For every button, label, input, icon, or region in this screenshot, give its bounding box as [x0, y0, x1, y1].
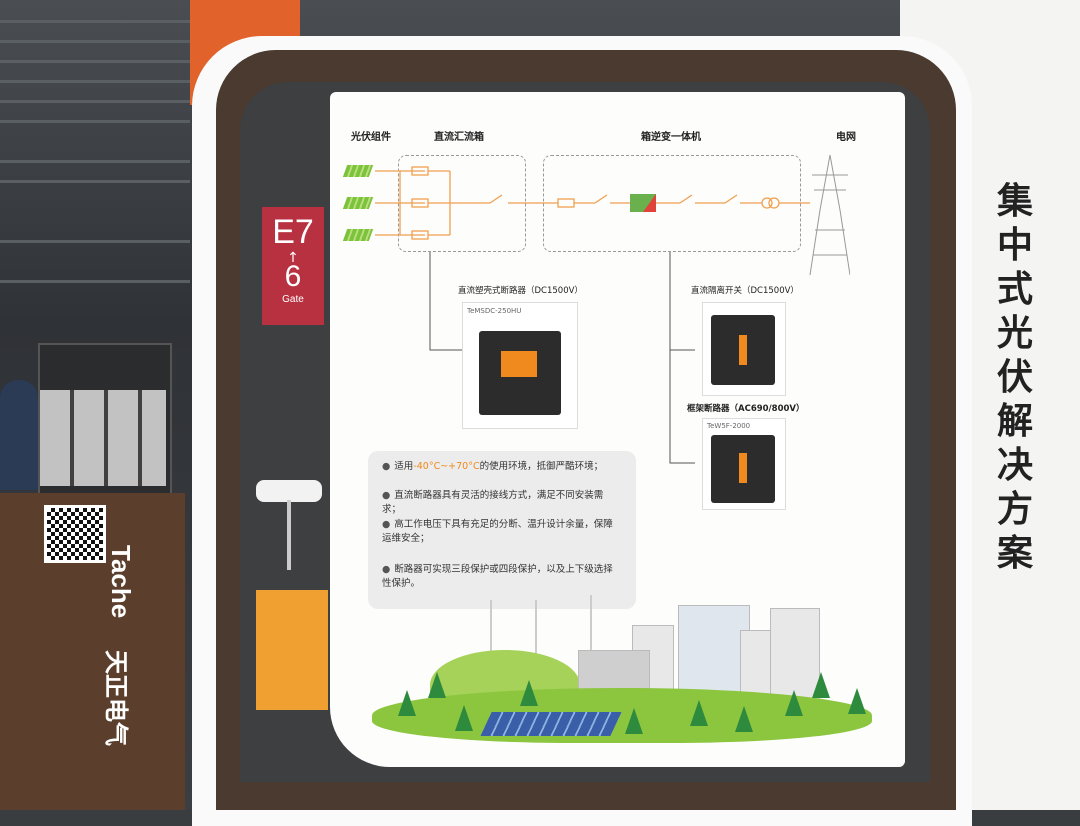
- product-model: TeMSDC-250HU: [467, 307, 522, 315]
- header-box-inverter: 箱逆变一体机: [641, 132, 701, 143]
- solar-array-icon: [480, 712, 622, 736]
- visitor-figure: [0, 380, 38, 490]
- feature-item: ●高工作电压下具有充足的分断、温升设计余量，保障运维安全；: [382, 519, 613, 544]
- features-box: ●适用-40°C~+70°C的使用环境，抵御严酷环境； ●直流断路器具有灵活的接…: [368, 451, 636, 609]
- gate-sign: E7 ↑ 6 Gate: [262, 207, 324, 325]
- product-card-acb: TeW5F-2000: [702, 418, 786, 510]
- qr-code-icon: [44, 505, 106, 563]
- acb-device-icon: [711, 435, 775, 503]
- feature-item: ●断路器可实现三段保护或四段保护，以及上下级选择性保护。: [382, 564, 613, 589]
- gate-code: E7: [272, 213, 314, 251]
- bar-stool-leg: [287, 500, 291, 570]
- tree-icon: [735, 706, 753, 732]
- wall-slat: [0, 180, 190, 183]
- product-card-dc-isolator: [702, 302, 786, 396]
- gate-label: Gate: [282, 294, 304, 305]
- tree-icon: [812, 672, 830, 698]
- wall-slat: [0, 40, 190, 43]
- product-model: TeW5F-2000: [707, 422, 751, 430]
- feature-item: ●适用-40°C~+70°C的使用环境，抵御严酷环境；: [382, 461, 604, 472]
- wall-slat: [0, 160, 190, 163]
- tree-icon: [785, 690, 803, 716]
- wall-slat: [0, 100, 190, 103]
- product-name-acb: 框架断路器（AC690/800V）: [687, 404, 805, 414]
- breaker-handle: [501, 351, 537, 377]
- wall-slat: [0, 240, 190, 243]
- gate-number: 6: [284, 260, 302, 293]
- bullet-icon: ●: [382, 461, 391, 472]
- wall-slat: [0, 120, 190, 123]
- bullet-icon: ●: [382, 564, 391, 575]
- brand-name-cn: 天正电气: [102, 650, 130, 746]
- isolator-handle: [739, 335, 747, 365]
- wall-slat: [0, 80, 190, 83]
- tree-icon: [690, 700, 708, 726]
- tree-icon: [520, 680, 538, 706]
- product-name-dc-isolator: 直流隔离开关（DC1500V）: [691, 286, 799, 296]
- product-card-dc-mccb: TeMSDC-250HU: [462, 302, 578, 429]
- page-title: 集中式光伏解决方案: [996, 181, 1033, 574]
- wall-slat: [0, 20, 190, 23]
- header-dc-combiner: 直流汇流箱: [434, 132, 484, 143]
- bar-stool-seat: [256, 480, 322, 502]
- breaker-device-icon: [479, 331, 561, 415]
- breaker-display-row: [40, 390, 166, 486]
- brand-name-en: Tache: [106, 545, 136, 619]
- wind-turbine-icon: [590, 595, 592, 655]
- wind-turbine-icon: [535, 600, 537, 660]
- header-grid: 电网: [836, 132, 856, 143]
- isolator-device-icon: [711, 315, 775, 385]
- wall-slat: [0, 60, 190, 63]
- orange-cabinet: [256, 590, 328, 710]
- wiring-diagram: [375, 154, 850, 464]
- tree-icon: [398, 690, 416, 716]
- tree-icon: [848, 688, 866, 714]
- tree-icon: [455, 705, 473, 731]
- product-name-dc-mccb: 直流塑壳式断路器（DC1500V）: [458, 286, 583, 296]
- wall-slat: [0, 280, 190, 283]
- acb-handle: [739, 453, 747, 483]
- header-pv-modules: 光伏组件: [351, 132, 391, 143]
- up-arrow-icon: ↑: [287, 250, 299, 266]
- feature-item: ●直流断路器具有灵活的接线方式，满足不同安装需求；: [382, 490, 604, 515]
- bullet-icon: ●: [382, 519, 391, 530]
- tree-icon: [428, 672, 446, 698]
- bullet-icon: ●: [382, 490, 391, 501]
- tree-icon: [625, 708, 643, 734]
- wind-turbine-icon: [490, 600, 492, 660]
